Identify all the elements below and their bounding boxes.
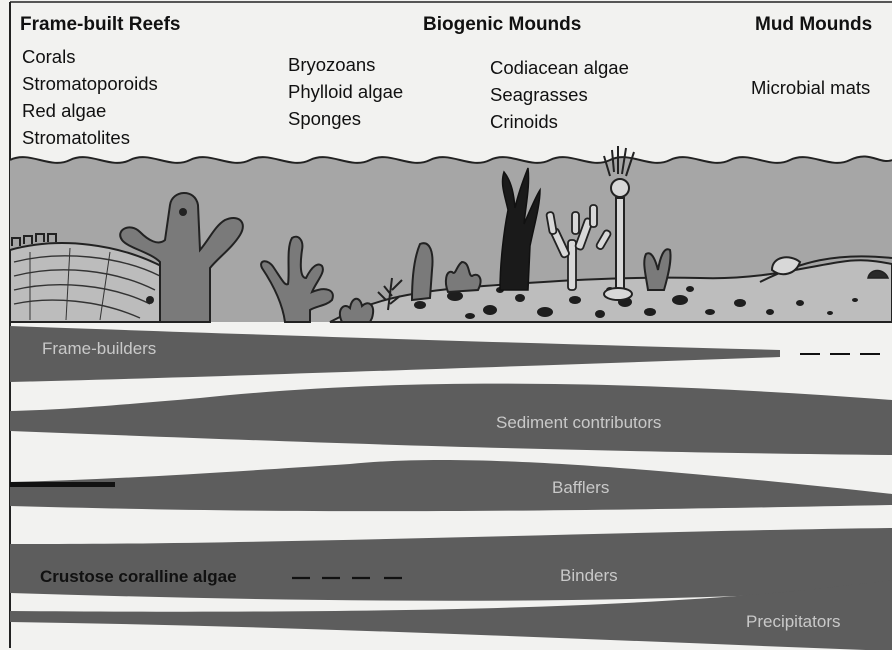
band-label-frame-builders: Frame-builders [42,339,156,359]
organism-list-biogenic-a: Bryozoans Phylloid algae Sponges [288,51,403,132]
organism-item: Stromatolites [22,124,158,151]
band-label-precipitators: Precipitators [746,612,840,632]
organism-list-biogenic-b: Codiacean algae Seagrasses Crinoids [490,54,629,135]
header-mud-mounds: Mud Mounds [755,14,872,36]
bafflers-inner-stripe [10,482,115,487]
organism-item: Phylloid algae [288,78,403,105]
band-label-bafflers: Bafflers [552,478,609,498]
band-label-binders: Binders [560,566,618,586]
header-frame-built-reefs: Frame-built Reefs [20,14,180,36]
organism-item: Bryozoans [288,51,403,78]
organism-item: Corals [22,43,158,70]
organism-item: Codiacean algae [490,54,629,81]
band-sediment-contributors [10,384,892,455]
band-binders [10,528,892,601]
organism-item: Red algae [22,97,158,124]
header-biogenic-mounds: Biogenic Mounds [423,14,581,36]
organism-list-frame-built: Corals Stromatoporoids Red algae Stromat… [22,43,158,151]
organism-item: Microbial mats [751,74,870,101]
functional-bands [10,326,892,650]
band-label-sediment-contributors: Sediment contributors [496,413,661,433]
crustose-coralline-label: Crustose coralline algae [40,567,237,587]
reef-cross-section [10,146,892,322]
organism-item: Stromatoporoids [22,70,158,97]
organism-item: Crinoids [490,108,629,135]
organism-item: Sponges [288,105,403,132]
organism-list-mud: Microbial mats [751,74,870,101]
organism-item: Seagrasses [490,81,629,108]
band-bafflers [10,460,892,511]
